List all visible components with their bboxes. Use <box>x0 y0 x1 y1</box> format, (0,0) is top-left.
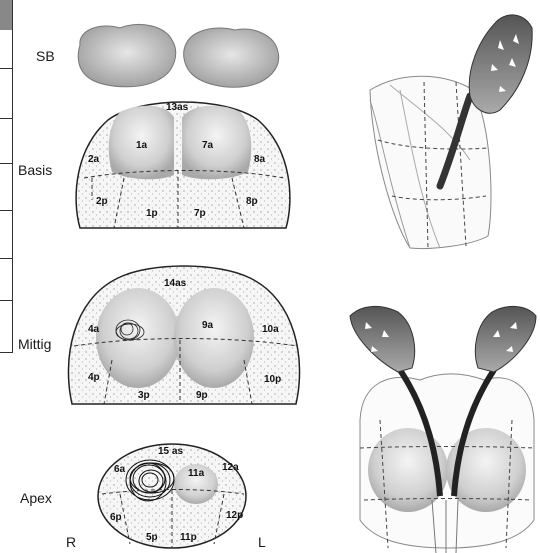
lateral-view <box>370 15 532 249</box>
basis-section: 13as 1a 7a 2a 8a 2p 1p 7p 8p <box>76 102 290 228</box>
zone-10p: 10p <box>264 374 281 385</box>
zone-6p: 6p <box>110 512 122 523</box>
seminal-vesicles <box>78 24 279 87</box>
zone-1a: 1a <box>136 140 148 151</box>
zone-2a: 2a <box>88 154 100 165</box>
coronal-view <box>350 306 536 553</box>
zone-6a: 6a <box>114 464 126 475</box>
zone-12p: 12p <box>226 510 243 521</box>
zone-13as: 13as <box>166 102 189 113</box>
zone-10a: 10a <box>262 324 279 335</box>
zone-2p: 2p <box>96 196 108 207</box>
zone-7a: 7a <box>202 140 214 151</box>
zone-14as: 14as <box>164 278 187 289</box>
zone-8p: 8p <box>246 196 258 207</box>
zone-15as: 15 as <box>158 446 183 457</box>
zone-12a: 12a <box>222 462 239 473</box>
zone-11p: 11p <box>180 532 197 543</box>
zone-5p: 5p <box>146 532 158 543</box>
zone-4a: 4a <box>88 324 100 335</box>
zone-9p: 9p <box>196 390 208 401</box>
zone-4p: 4p <box>88 372 100 383</box>
zone-1p: 1p <box>146 208 158 219</box>
zone-3p: 3p <box>138 390 150 401</box>
zone-11a: 11a <box>188 468 205 479</box>
apex-section: 15 as 6a 11a 12a 6p 12p 5p 11p <box>98 444 246 548</box>
zone-7p: 7p <box>194 208 206 219</box>
zone-9a: 9a <box>202 320 214 331</box>
zone-8a: 8a <box>254 154 266 165</box>
mittig-section: 14as 4a 9a 10a 4p 10p 3p 9p <box>68 266 299 404</box>
